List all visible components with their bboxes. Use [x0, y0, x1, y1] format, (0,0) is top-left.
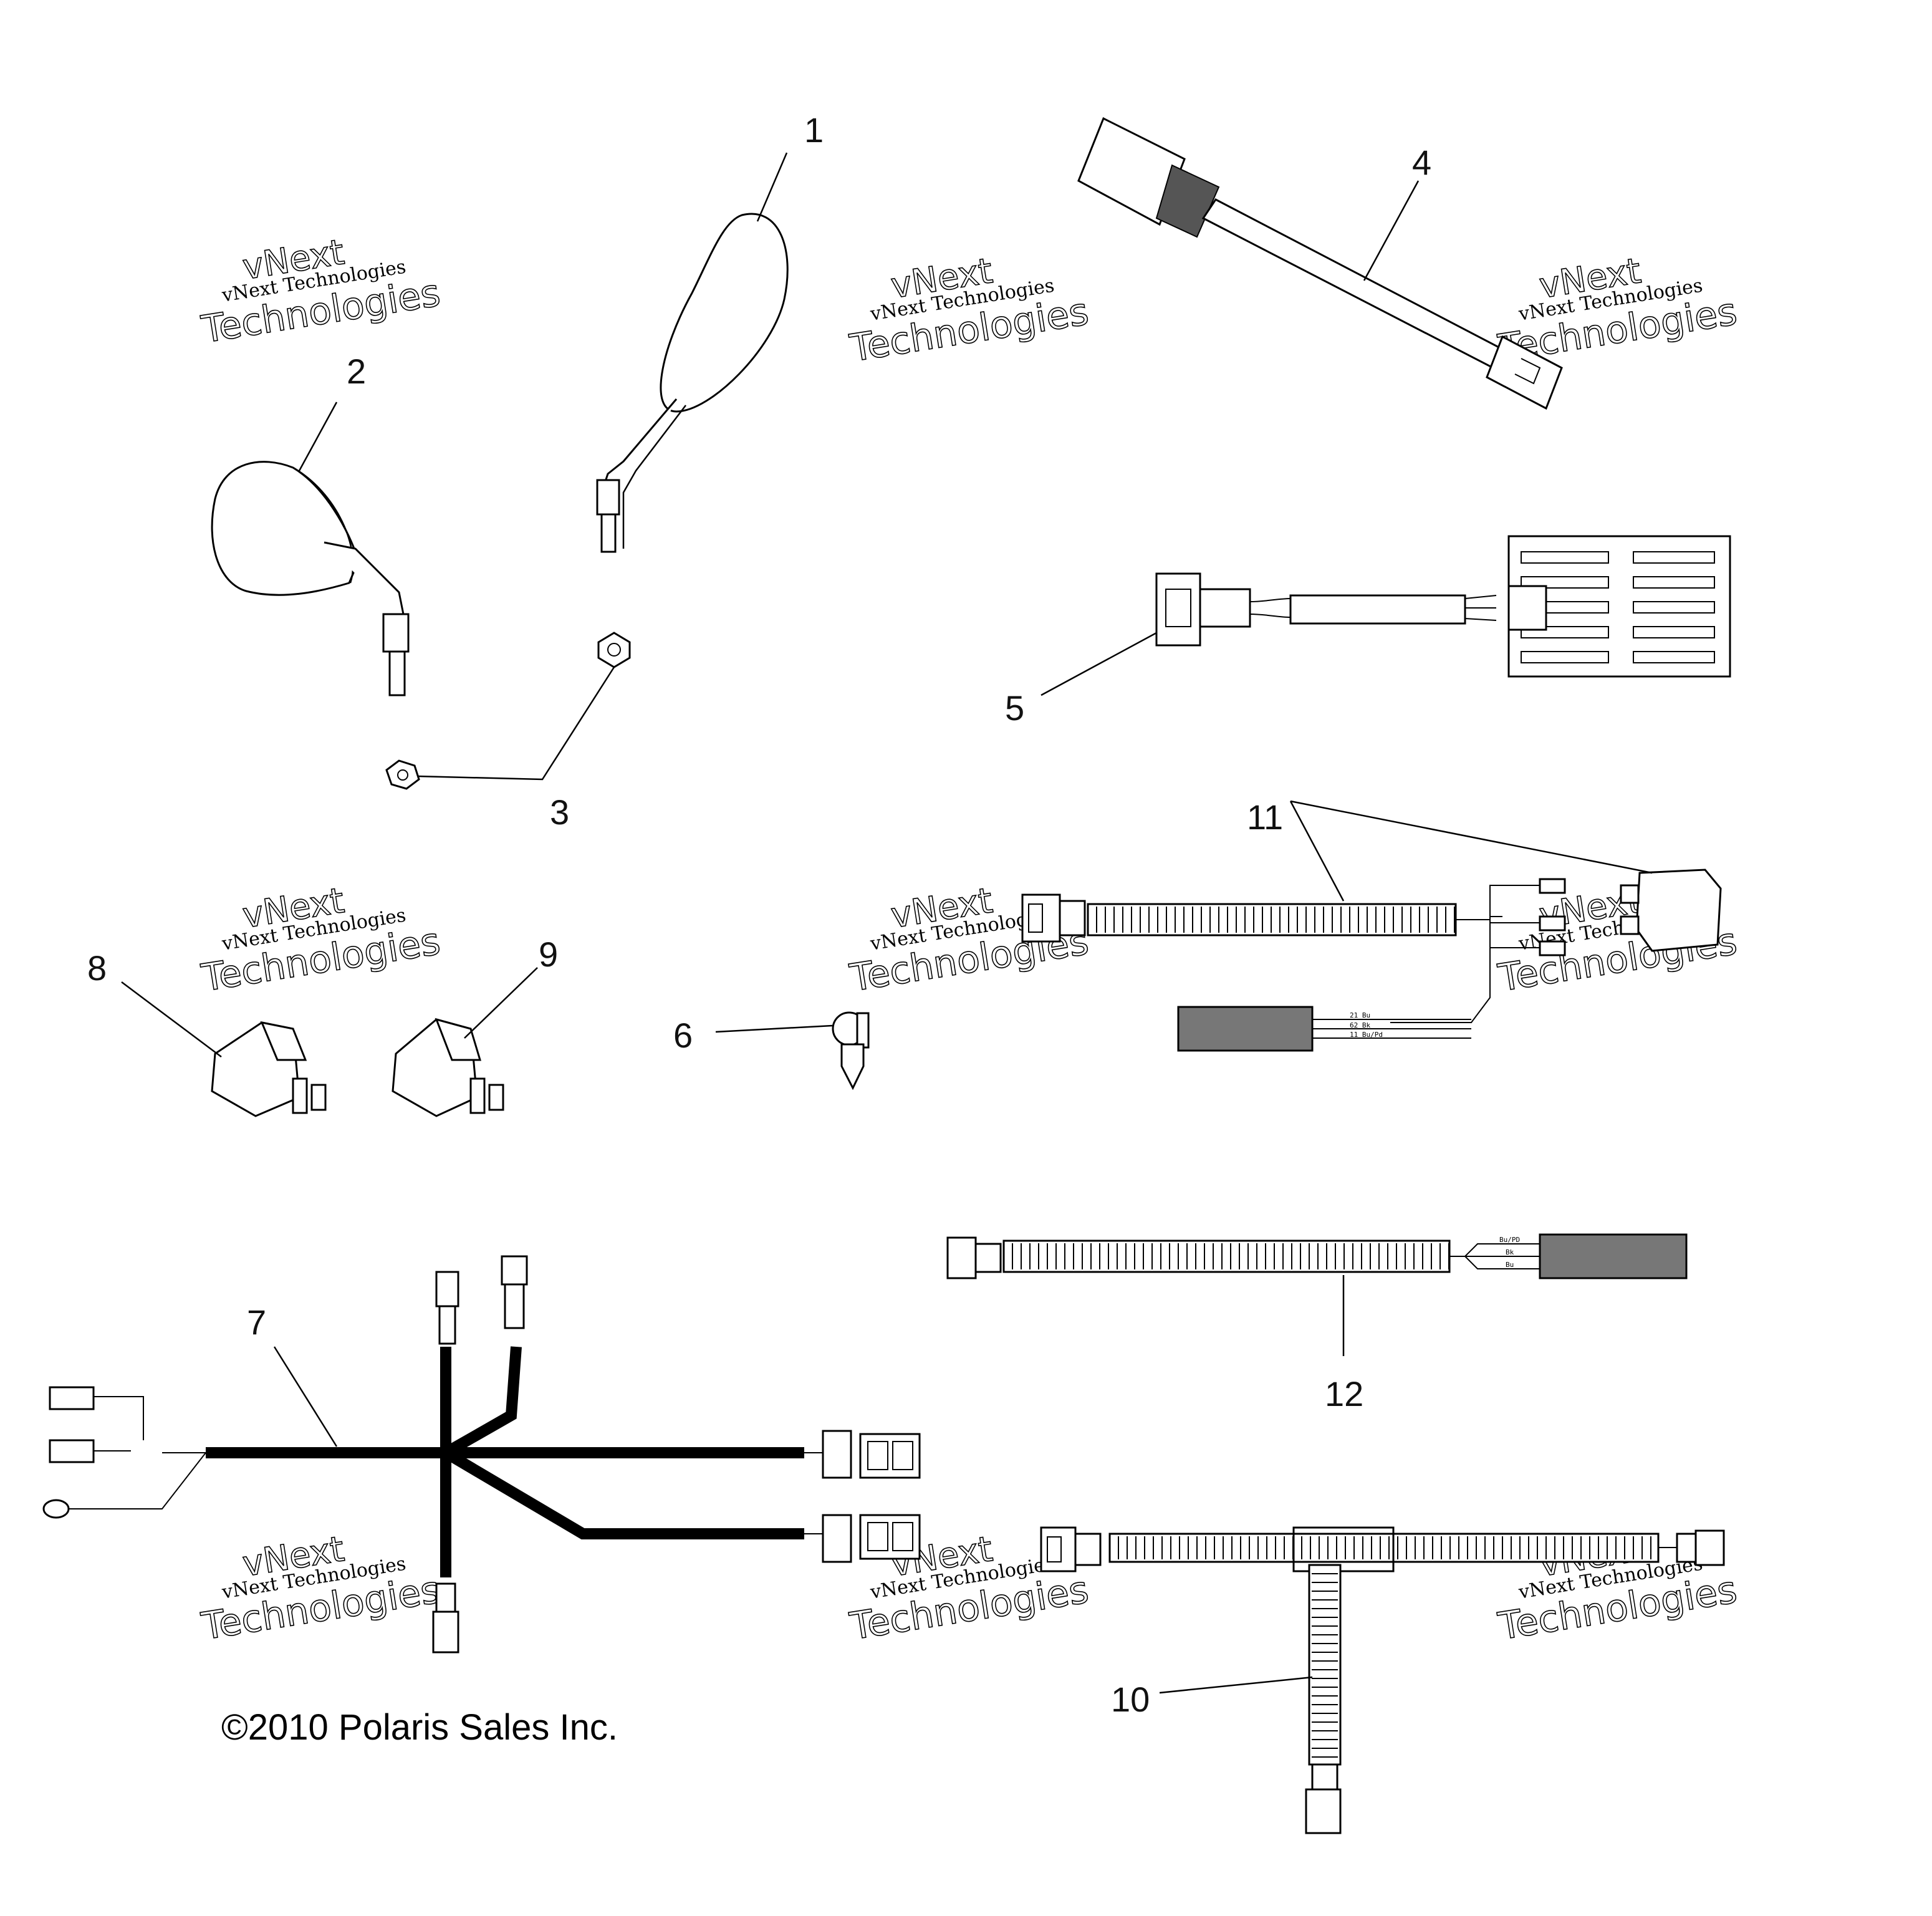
part-8-rocker-switch	[121, 981, 327, 1117]
part-7-connector-top-1	[435, 1271, 459, 1307]
part-12-connector-left	[946, 1236, 977, 1279]
callout-5: 5	[1005, 688, 1024, 728]
part-6-sensor-clip	[715, 1011, 870, 1090]
part-4-plug-body	[1077, 117, 1186, 226]
part-10-connector-bottom	[1305, 1788, 1342, 1834]
callout-9: 9	[539, 935, 558, 974]
part-5-heater-grid	[1521, 551, 1715, 663]
leader-9	[464, 967, 538, 1039]
leader-11-a	[1289, 801, 1345, 902]
part-7-connector-bottom	[432, 1610, 459, 1654]
svg-text:11 Bu/Pd: 11 Bu/Pd	[1350, 1031, 1383, 1039]
part-11-rocker-switch	[1635, 869, 1722, 952]
part-10-t-harness	[1040, 1526, 1725, 1834]
callout-8: 8	[87, 948, 107, 988]
leader-1	[756, 152, 788, 222]
leader-3	[417, 667, 615, 781]
part-12-heater-harness: Bu/PD Bk Bu	[946, 1233, 1688, 1356]
part-1-mount-sleeve	[596, 479, 620, 516]
callout-11: 11	[1247, 797, 1283, 837]
callout-1: 1	[804, 110, 824, 150]
part-1-mirror-right	[596, 152, 789, 553]
part-10-connector-left	[1040, 1526, 1077, 1572]
watermark-top-center: vNext vNext Technologies Technologies	[846, 250, 1092, 371]
leader-11-b	[1290, 800, 1653, 874]
watermark-group: vNext vNext Technologies Technologies vN…	[198, 231, 1740, 1649]
part-5-heater-element	[1040, 535, 1731, 696]
part-11-sensor-pad	[1177, 1006, 1314, 1052]
svg-text:Bu/PD: Bu/PD	[1499, 1236, 1520, 1244]
callout-6: 6	[673, 1016, 693, 1055]
part-12-corrugated-sleeve	[1002, 1240, 1451, 1273]
part-2-mirror-left	[211, 402, 410, 696]
watermark-top-left: vNext vNext Technologies Technologies	[198, 231, 443, 352]
callout-12: 12	[1325, 1374, 1363, 1413]
part-4-adapter-cable	[1077, 117, 1563, 410]
svg-text:62 Bk: 62 Bk	[1350, 1021, 1370, 1029]
callout-4: 4	[1412, 143, 1431, 182]
part-9-rocker-switch	[392, 967, 538, 1117]
part-7-relay-1	[822, 1430, 852, 1479]
callout-numbers: 1 2 3 4 5 6 7 8 9 10 11 12	[87, 110, 1431, 1719]
part-3-nut-lower	[385, 759, 420, 790]
part-3-nut-upper	[597, 632, 631, 668]
callout-3: 3	[550, 792, 569, 832]
part-12-sensor-pad	[1539, 1233, 1688, 1279]
svg-text:Bu: Bu	[1506, 1261, 1514, 1269]
part-5-connector	[1155, 572, 1201, 647]
callout-10: 10	[1111, 1680, 1150, 1719]
svg-text:Bk: Bk	[1506, 1248, 1514, 1256]
watermark-mid-left: vNext vNext Technologies Technologies	[198, 880, 443, 1001]
leader-6	[715, 1024, 833, 1033]
leader-8	[121, 981, 222, 1057]
copyright-text: ©2010 Polaris Sales Inc.	[221, 1707, 618, 1748]
part-7-ring-terminal	[42, 1499, 70, 1519]
part-7-relay-2	[822, 1514, 852, 1563]
part-4-cable	[1201, 198, 1504, 370]
watermark-bottom-left: vNext vNext Technologies Technologies	[198, 1528, 443, 1649]
leader-10	[1159, 1676, 1313, 1694]
part-2-mount-sleeve	[382, 613, 410, 653]
part-11-connector-left	[1021, 893, 1061, 943]
part-10-corrugated-sleeve	[1108, 1533, 1660, 1563]
part-11-terminal-2	[1539, 915, 1566, 932]
part-11-terminal-3	[1539, 940, 1566, 956]
part-3-nuts	[385, 632, 631, 790]
leader-7	[273, 1346, 338, 1447]
part-2-stem	[388, 650, 406, 696]
callout-2: 2	[347, 352, 366, 391]
part-4-connector	[1486, 335, 1563, 410]
leader-5	[1040, 632, 1157, 696]
part-1-stem	[600, 513, 617, 553]
leader-4	[1363, 180, 1420, 281]
leader-2	[298, 402, 338, 471]
part-7-main-harness	[42, 1255, 921, 1654]
callout-7: 7	[247, 1302, 266, 1342]
part-7-terminal-upper	[49, 1386, 95, 1410]
part-7-connector-top-2	[501, 1255, 528, 1286]
part-10-connector-right	[1694, 1529, 1725, 1566]
svg-text:21 Bu: 21 Bu	[1350, 1011, 1370, 1019]
part-10-corrugated-branch	[1308, 1564, 1342, 1766]
part-7-terminal-middle	[49, 1439, 95, 1463]
part-5-cable-sleeve	[1289, 594, 1466, 625]
part-11-switch-harness: 21 Bu 62 Bk 11 Bu/Pd	[1021, 800, 1722, 1052]
part-11-terminal-1	[1539, 878, 1566, 894]
